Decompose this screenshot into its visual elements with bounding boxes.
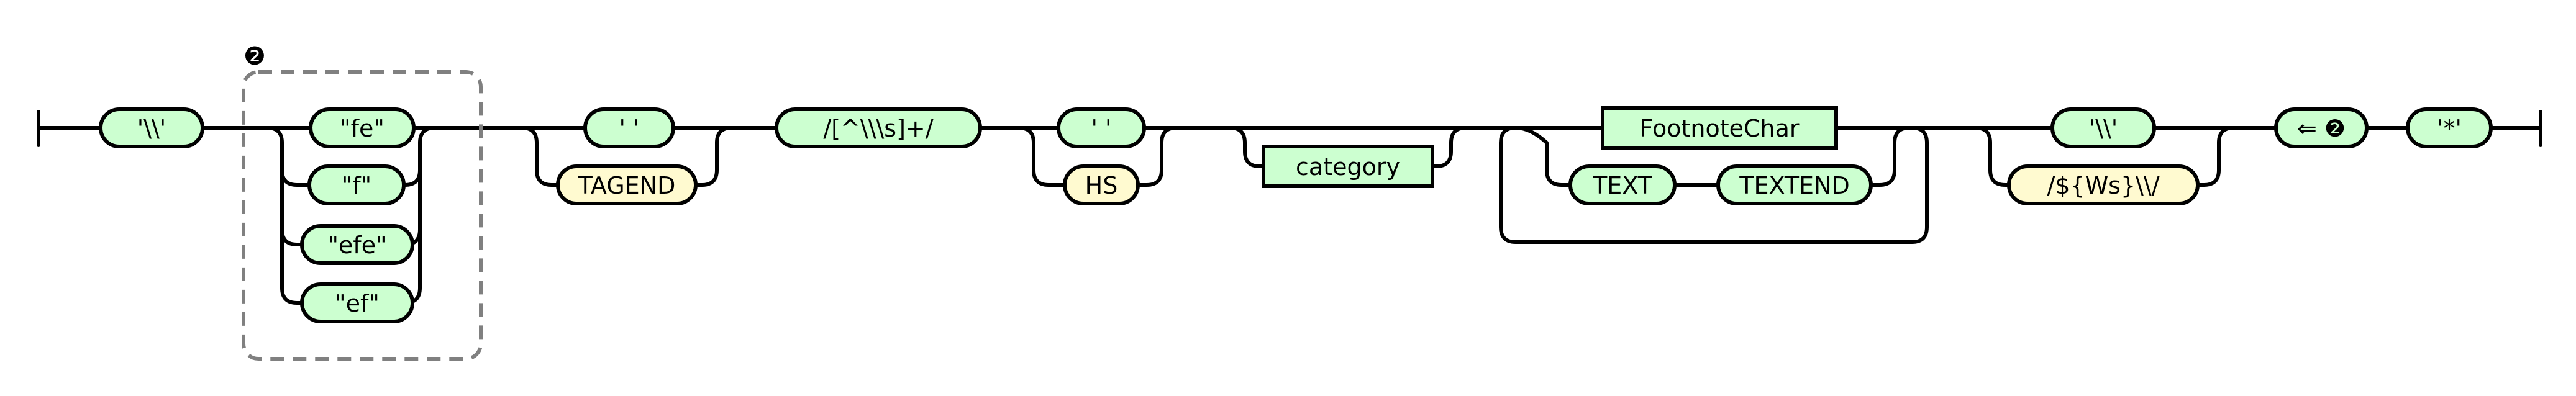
terminal-space-2: ' ' xyxy=(1057,107,1146,148)
group-marker: ❷ xyxy=(243,42,266,71)
svg-text:HS: HS xyxy=(1085,172,1118,199)
svg-text:TAGEND: TAGEND xyxy=(578,172,676,199)
terminal-text: TEXT xyxy=(1568,164,1677,205)
svg-text:TEXT: TEXT xyxy=(1592,172,1653,199)
svg-text:FootnoteChar: FootnoteChar xyxy=(1639,115,1799,142)
terminal-efe: "efe" xyxy=(300,224,414,265)
svg-text:'*': '*' xyxy=(2437,115,2462,142)
backreference-group: ⇐ ❷ xyxy=(2274,107,2369,148)
svg-text:'\\': '\\' xyxy=(137,115,166,142)
regex-hs: HS xyxy=(1063,164,1140,205)
svg-text:⇐ ❷: ⇐ ❷ xyxy=(2297,115,2346,142)
svg-text:' ': ' ' xyxy=(619,115,640,142)
svg-text:TEXTEND: TEXTEND xyxy=(1739,172,1850,199)
terminal-backslash-2: '\\' xyxy=(2050,107,2156,148)
terminal-textend: TEXTEND xyxy=(1716,164,1873,205)
svg-text:' ': ' ' xyxy=(1091,115,1112,142)
svg-text:"fe": "fe" xyxy=(340,115,385,142)
regex-ws-backslash: /${Ws}\\/ xyxy=(2007,164,2200,205)
terminal-regex-not-backslash-ws: /[^\\\s]+/ xyxy=(775,107,982,148)
svg-text:"f": "f" xyxy=(342,172,371,199)
terminal-ef: "ef" xyxy=(300,282,414,323)
terminal-fe: "fe" xyxy=(309,107,416,148)
svg-text:"ef": "ef" xyxy=(335,290,380,317)
regex-tagend: TAGEND xyxy=(556,164,698,205)
svg-text:"efe": "efe" xyxy=(327,232,386,259)
terminal-f: "f" xyxy=(307,164,406,205)
terminal-space: ' ' xyxy=(583,107,675,148)
nonterminal-footnotechar: FootnoteChar xyxy=(1601,106,1838,150)
svg-text:'\\': '\\' xyxy=(2089,115,2118,142)
nonterminal-category: category xyxy=(1262,145,1434,188)
group-box xyxy=(242,70,483,361)
diagram-wires xyxy=(37,110,2542,305)
terminal-star: '*' xyxy=(2406,107,2493,148)
svg-text:/[^\\\s]+/: /[^\\\s]+/ xyxy=(823,115,933,142)
svg-text:/${Ws}\\/: /${Ws}\\/ xyxy=(2047,172,2159,199)
terminal-backslash: '\\' xyxy=(99,107,204,148)
svg-text:category: category xyxy=(1296,153,1400,181)
